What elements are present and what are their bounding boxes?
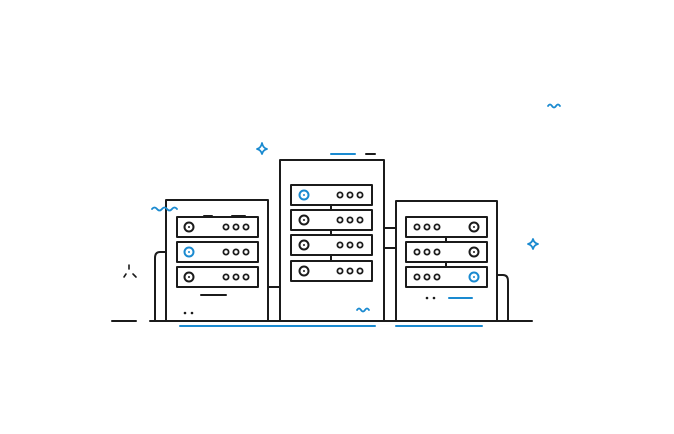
center-rack-controls (298, 189, 364, 277)
rack-connectors (267, 227, 397, 288)
server-unit (176, 216, 259, 238)
server-unit (176, 241, 259, 263)
left-cable (154, 251, 167, 322)
dots-icon (123, 264, 137, 278)
sparkle-icon (527, 238, 539, 250)
right-cable (496, 274, 509, 322)
wave-icon (547, 103, 561, 109)
wave-icon (356, 307, 370, 313)
right-rack (395, 200, 498, 322)
left-rack-controls (183, 221, 250, 315)
server-unit (176, 266, 259, 288)
sparkle-icon (256, 142, 268, 155)
wave-icon (151, 206, 178, 212)
left-rack (165, 199, 269, 322)
right-rack-controls (413, 221, 480, 300)
center-rack (279, 153, 385, 322)
